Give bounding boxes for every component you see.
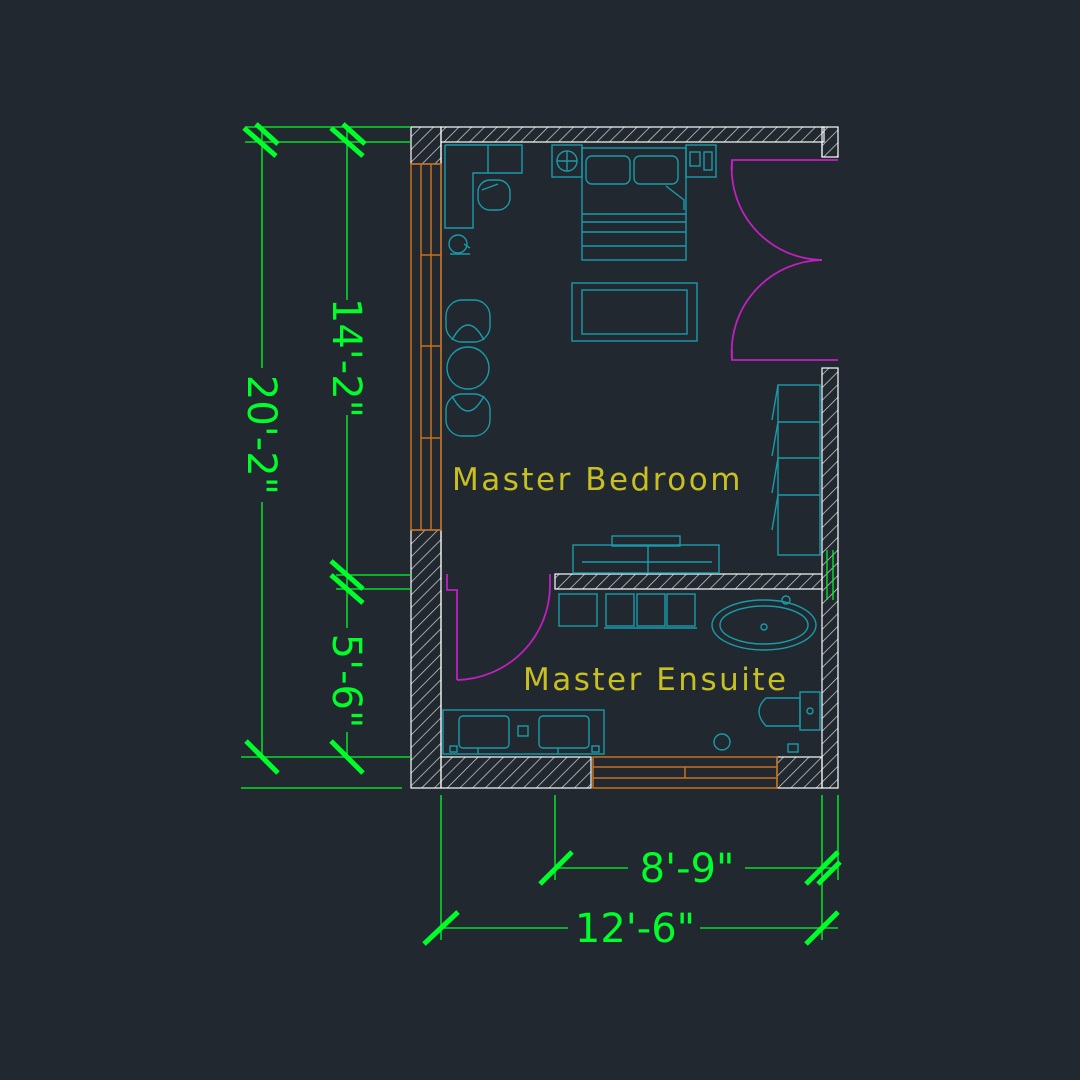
window-bottom [592,756,778,789]
door-ensuite [446,574,551,681]
dim-ensuite-height: 5'-6" [323,634,369,729]
vanity [442,709,605,755]
dim-overall-height: 20'-2" [238,375,284,495]
furniture [442,144,821,755]
lamp [448,234,471,255]
wall-top [440,126,825,143]
nightstand-right [685,144,717,178]
dim-overall-width: 12'-6" [575,906,695,952]
wall-bottom-right [776,756,823,789]
dim-bedroom-height: 14'-2" [323,298,369,418]
dimension-lines [241,126,839,940]
bed [581,147,687,261]
armchair-top [445,299,491,343]
floor-drain [713,733,731,751]
nightstand-left [551,144,583,178]
partition-wall [554,573,823,590]
side-table [446,346,490,390]
toilet [758,691,821,731]
bin [787,743,799,753]
label-master-ensuite: Master Ensuite [523,662,789,698]
dim-window-width: 8'-9" [640,846,735,892]
window-left [410,163,442,531]
wall-left-lower [410,529,442,789]
bench [571,282,698,342]
wall-bottom-left [440,756,592,789]
label-master-bedroom: Master Bedroom [452,462,743,498]
dimension-ticks [242,122,842,946]
wall-top-right-stub [821,126,839,158]
desk [444,144,523,229]
wardrobe [771,384,821,556]
tv-console [572,535,720,574]
door-entry [730,159,838,361]
wall-top-left-corner [410,126,442,165]
bathtub [711,595,817,651]
ensuite-cabinet [558,593,697,629]
armchair-bottom [445,393,491,437]
wall-right [821,367,839,789]
window-right [826,550,834,600]
